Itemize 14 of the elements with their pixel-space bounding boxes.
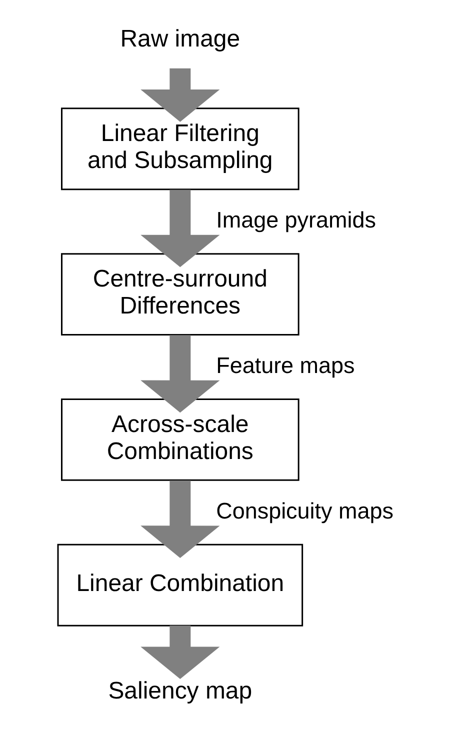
edge-label: Image pyramids: [216, 208, 376, 233]
arrow: [140, 626, 220, 679]
arrow: [140, 190, 220, 268]
edge-label: Conspicuity maps: [216, 498, 394, 524]
arrow: [140, 335, 220, 413]
node-text: Saliency map: [108, 678, 252, 705]
arrow: [140, 480, 220, 558]
arrow: [140, 68, 220, 122]
edge-label: Feature maps: [216, 352, 355, 378]
node-box: Across-scale Combinations: [61, 398, 300, 481]
node-text: Raw image: [120, 26, 240, 53]
node-box: Linear Filtering and Subsampling: [61, 108, 300, 190]
node-box: Centre-surround Differences: [61, 253, 300, 336]
node-box: Linear Combination: [57, 544, 304, 626]
